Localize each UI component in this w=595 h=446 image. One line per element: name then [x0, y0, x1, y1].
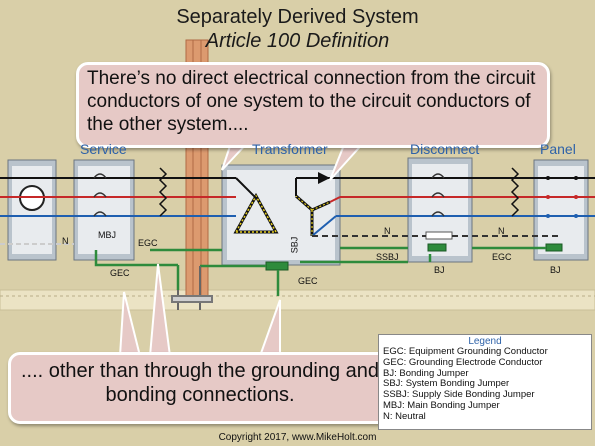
label-bj-disconnect: BJ [434, 265, 445, 275]
transformer-ground-bar [265, 261, 289, 271]
legend-title: Legend [468, 336, 502, 347]
legend: Legend EGC: Equipment Grounding Conducto… [378, 334, 592, 430]
label-egc-service: EGC [138, 238, 158, 248]
panel-equipment [533, 159, 589, 261]
label-disconnect: Disconnect [410, 141, 480, 157]
service-breaker [93, 173, 107, 217]
label-egc-panel: EGC [492, 252, 512, 262]
label-mbj: MBJ [98, 230, 116, 240]
legend-item: N: Neutral [383, 410, 426, 422]
label-transformer: Transformer [252, 141, 328, 157]
callout-top: There’s no direct electrical connection … [76, 62, 550, 148]
label-ssbj: SSBJ [376, 252, 399, 262]
legend-item: GEC: Grounding Electrode Conductor [383, 356, 543, 368]
flow-arrow [318, 172, 330, 184]
label-n-service: N [62, 236, 69, 246]
ground-electrodes [171, 266, 213, 310]
phase-conductors [0, 172, 595, 237]
label-sbj: SBJ [289, 236, 300, 254]
neutral-conductors [0, 235, 560, 245]
terminal-dots [546, 176, 578, 218]
legend-item: SBJ: System Bonding Jumper [383, 378, 510, 390]
earth-strip [0, 289, 595, 311]
break-marks [158, 167, 520, 217]
label-bj-panel: BJ [550, 265, 561, 275]
grounding-conductors [94, 246, 546, 296]
label-n-panel: N [498, 226, 505, 236]
legend-item: EGC: Equipment Grounding Conductor [383, 346, 548, 357]
callout-bottom: .... other than through the grounding an… [8, 352, 392, 424]
disconnect-equipment [407, 157, 473, 263]
label-gec-transformer: GEC [298, 276, 318, 286]
label-n-disconnect: N [384, 226, 391, 236]
disconnect-ground-bar [427, 243, 447, 252]
legend-item: MBJ: Main Bonding Jumper [383, 399, 500, 411]
wye-winding [295, 194, 331, 236]
panel-ground-bar [545, 243, 563, 252]
label-service: Service [80, 141, 127, 157]
disconnect-breaker [431, 173, 445, 217]
legend-item: BJ: Bonding Jumper [383, 367, 469, 379]
disconnect-neutral-bar [425, 231, 453, 240]
title-line-2: Article 100 Definition [205, 30, 390, 52]
label-gec-service: GEC [110, 268, 130, 278]
copyright: Copyright 2017, www.MikeHolt.com [218, 432, 377, 443]
label-panel: Panel [540, 141, 576, 157]
legend-item: SSBJ: Supply Side Bonding Jumper [383, 389, 535, 401]
title-line-1: Separately Derived System [176, 6, 419, 28]
